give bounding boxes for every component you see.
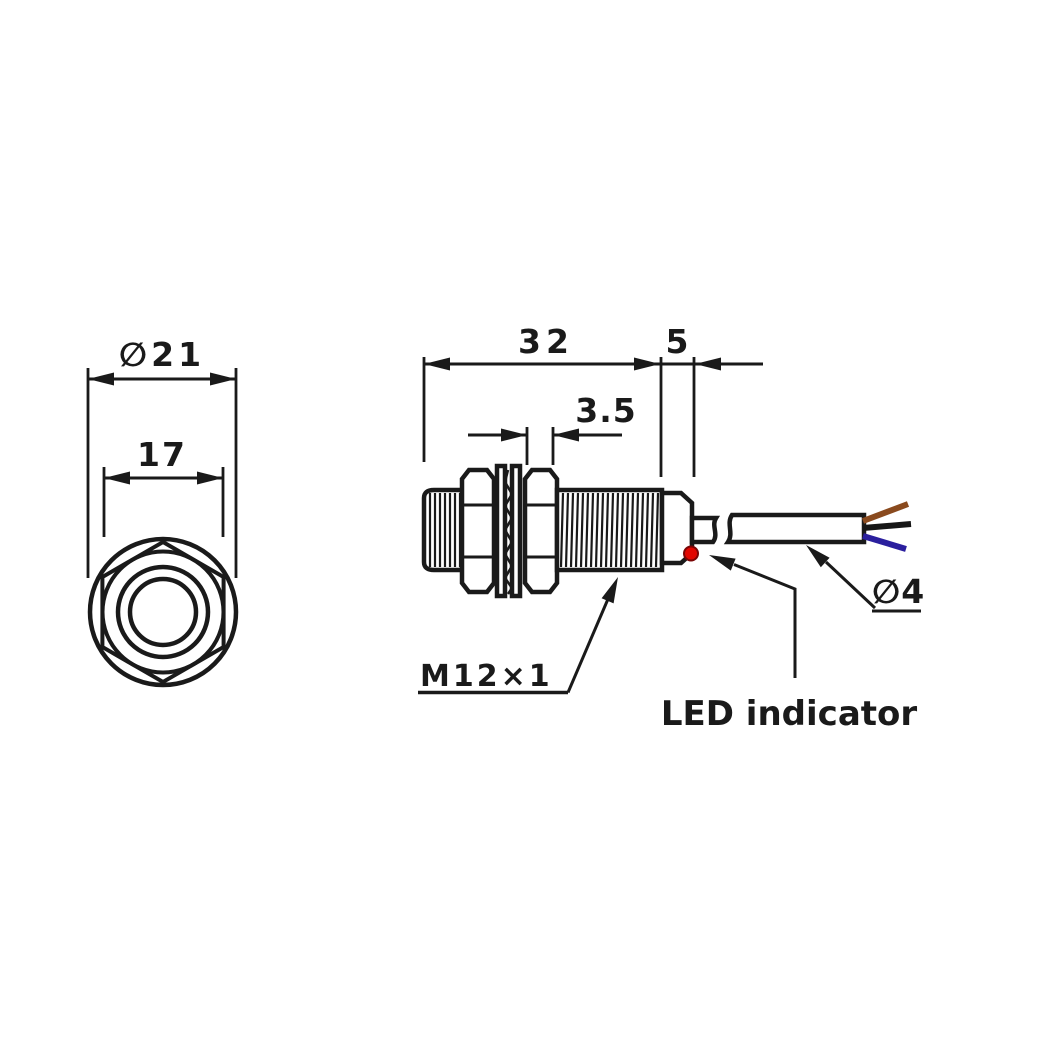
nut-chamfer-circle: [100, 549, 226, 675]
hex-nut-1-facets: [462, 503, 494, 559]
hex-nut-2-facets: [525, 503, 557, 559]
arrowhead-right: [210, 372, 236, 386]
dim-cap-length: 5: [659, 322, 763, 477]
leader-arrowhead: [601, 577, 618, 604]
led-callout: LED indicator: [661, 555, 918, 734]
arrowhead-right-pointing: [501, 428, 527, 442]
washer-2: [509, 463, 523, 599]
arrowhead-left: [424, 357, 450, 371]
arrowhead-right: [634, 357, 660, 371]
cap-length-label: 5: [666, 322, 689, 361]
led-dot: [683, 545, 699, 562]
led-label: LED indicator: [661, 694, 918, 734]
hex-nut-outline: [100, 539, 226, 685]
across-flats-label: 17: [137, 435, 187, 474]
washer-1: [494, 463, 508, 599]
dim-body-length: 32: [422, 322, 660, 462]
side-view: 32 5 3.5 M12×1: [418, 322, 925, 734]
brown-wire: [861, 501, 910, 524]
blue-wire: [862, 533, 907, 552]
thread-spec-label: M12×1: [420, 659, 553, 694]
hex-nut-1: [459, 467, 497, 595]
arrowhead-left: [88, 372, 114, 386]
dim-outer-diameter: ∅21: [86, 335, 238, 578]
arrowhead-right: [197, 471, 223, 485]
cable: [723, 512, 867, 545]
leader-arrowhead: [806, 545, 830, 568]
arrowhead-left-pointing: [553, 428, 579, 442]
body-length-label: 32: [518, 322, 574, 361]
dim-across-flats: 17: [102, 435, 225, 537]
leader-line: [824, 560, 877, 610]
black-wire: [862, 521, 912, 531]
outer-diameter-label: ∅21: [119, 335, 205, 374]
leader-line: [566, 598, 610, 694]
front-thread-body: [421, 487, 465, 573]
dim-nut-thickness: 3.5: [468, 391, 636, 465]
front-view: ∅21 17: [86, 335, 239, 688]
cable-diameter-callout: ∅4: [806, 545, 925, 613]
thread-spec-callout: M12×1: [418, 577, 618, 695]
nut-thickness-label: 3.5: [575, 391, 636, 430]
hex-nut-2: [522, 467, 560, 595]
main-thread-lines: [559, 492, 660, 568]
leader-line: [733, 563, 797, 678]
sensor-face-circle: [127, 576, 199, 648]
cable-stub: [689, 515, 721, 545]
leader-arrowhead: [709, 555, 736, 571]
arrowhead-left: [104, 471, 130, 485]
arrowhead-inward: [695, 357, 721, 371]
front-thread-lines: [428, 493, 462, 567]
cable-diameter-label: ∅4: [872, 572, 925, 611]
